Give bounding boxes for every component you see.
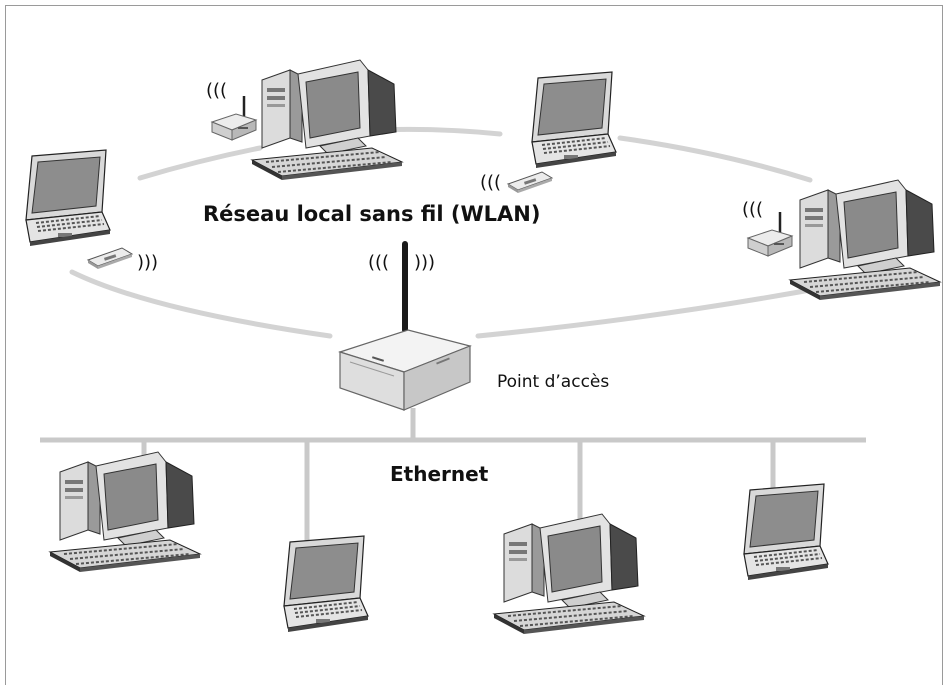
- ring-arc-bottom-left: [69, 269, 333, 339]
- wlan-title: Réseau local sans fil (WLAN): [203, 202, 541, 226]
- ring-arc-top-left: [137, 145, 263, 181]
- ring-arc-top-right: [617, 135, 813, 183]
- wave-top-right-laptop: (((: [480, 172, 501, 193]
- wave-right-desktop: (((: [742, 199, 763, 220]
- wireless-desktop-right: [789, 179, 941, 301]
- wireless-laptop-left: [25, 149, 111, 247]
- pc-card-left-icon: [87, 247, 133, 270]
- wlan-ring: [69, 126, 835, 339]
- ethernet-laptop-2: [743, 483, 829, 581]
- pc-card-top-right-icon: [507, 171, 553, 194]
- wireless-laptop-top-right: [531, 71, 617, 169]
- ethernet-label: Ethernet: [390, 462, 489, 486]
- wave-left-laptop: ))): [137, 252, 158, 273]
- wave-ap-right: ))): [414, 252, 435, 273]
- ring-arc-bottom-right: [475, 283, 835, 339]
- ethernet-desktop-2: [493, 513, 645, 635]
- ethernet-desktop-1: [49, 451, 201, 573]
- diagram-frame: [5, 5, 943, 685]
- access-point-label: Point d’accès: [497, 372, 610, 392]
- wireless-desktop-top: [251, 59, 403, 181]
- wave-ap-left: (((: [368, 252, 389, 273]
- ethernet-laptop-1: [283, 535, 369, 633]
- access-point-icon: [338, 241, 472, 411]
- wireless-router-top-icon: [210, 94, 258, 142]
- wave-top-desktop: (((: [206, 80, 227, 101]
